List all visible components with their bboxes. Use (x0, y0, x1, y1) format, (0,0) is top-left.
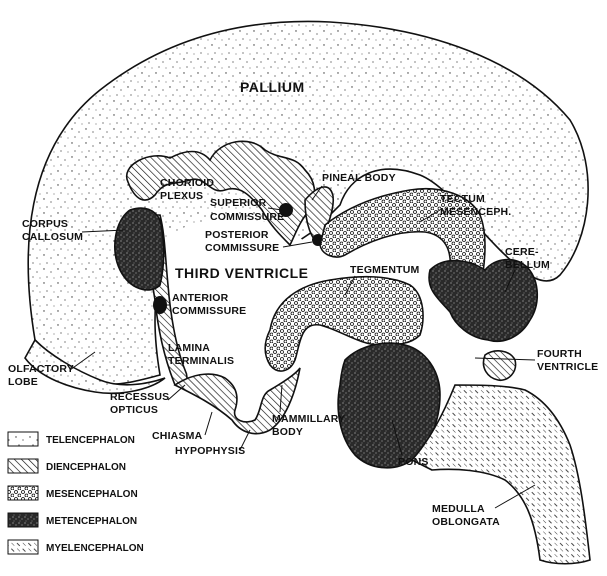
legend-label-mesencephalon: MESENCEPHALON (46, 489, 138, 500)
svg-text:COMMISSURE: COMMISSURE (205, 242, 279, 254)
legend-label-diencephalon: DIENCEPHALON (46, 462, 126, 473)
cerebellum (429, 260, 537, 342)
legend-label-telencephalon: TELENCEPHALON (46, 435, 135, 446)
fourth-ventricle-plexus (483, 351, 515, 380)
svg-text:MAMMILLARY: MAMMILLARY (272, 413, 345, 425)
svg-text:FOURTH: FOURTH (537, 348, 582, 360)
legend-label-metencephalon: METENCEPHALON (46, 516, 137, 527)
svg-text:CALLOSUM: CALLOSUM (22, 231, 83, 243)
svg-text:OLFACTORY: OLFACTORY (8, 363, 74, 375)
legend-swatch-telencephalon (8, 432, 38, 446)
svg-text:LOBE: LOBE (8, 376, 38, 388)
svg-text:BODY: BODY (272, 426, 303, 438)
svg-text:TECTUM: TECTUM (440, 193, 485, 205)
svg-text:PLEXUS: PLEXUS (160, 190, 203, 202)
legend-swatch-mesencephalon (8, 486, 38, 500)
svg-text:POSTERIOR: POSTERIOR (205, 229, 269, 241)
svg-text:OPTICUS: OPTICUS (110, 404, 158, 416)
svg-text:CHIASMA: CHIASMA (152, 430, 203, 442)
pallium-label: PALLIUM (240, 79, 305, 95)
svg-text:COMMISSURE: COMMISSURE (210, 211, 284, 223)
third-ventricle-label: THIRD VENTRICLE (175, 265, 309, 281)
legend: TELENCEPHALON DIENCEPHALON MESENCEPHALON ME… (8, 432, 144, 554)
svg-text:OBLONGATA: OBLONGATA (432, 516, 500, 528)
svg-text:CERE-: CERE- (505, 246, 539, 258)
svg-text:LAMINA: LAMINA (168, 342, 210, 354)
svg-text:PONS: PONS (398, 456, 429, 468)
svg-text:MEDULLA: MEDULLA (432, 503, 485, 515)
svg-text:TERMINALIS: TERMINALIS (168, 355, 234, 367)
svg-text:SUPERIOR: SUPERIOR (210, 197, 267, 209)
svg-text:ANTERIOR: ANTERIOR (172, 292, 229, 304)
svg-text:CORPUS: CORPUS (22, 218, 68, 230)
svg-text:CHORIOID: CHORIOID (160, 177, 214, 189)
svg-text:TEGMENTUM: TEGMENTUM (350, 264, 420, 276)
anterior-commissure-marker (153, 296, 167, 314)
svg-text:COMMISSURE: COMMISSURE (172, 305, 246, 317)
legend-swatch-diencephalon (8, 459, 38, 473)
svg-text:MESENCEPH.: MESENCEPH. (440, 206, 511, 218)
svg-text:HYPOPHYSIS: HYPOPHYSIS (175, 445, 245, 457)
svg-text:VENTRICLE: VENTRICLE (537, 361, 598, 373)
legend-swatch-metencephalon (8, 513, 38, 527)
svg-text:BELLUM: BELLUM (505, 259, 550, 271)
legend-label-myelencephalon: MYELENCEPHALON (46, 543, 144, 554)
chiasma-label: CHIASMA (152, 412, 212, 442)
legend-swatch-myelencephalon (8, 540, 38, 554)
svg-text:PINEAL BODY: PINEAL BODY (322, 172, 396, 184)
svg-text:RECESSUS: RECESSUS (110, 391, 169, 403)
